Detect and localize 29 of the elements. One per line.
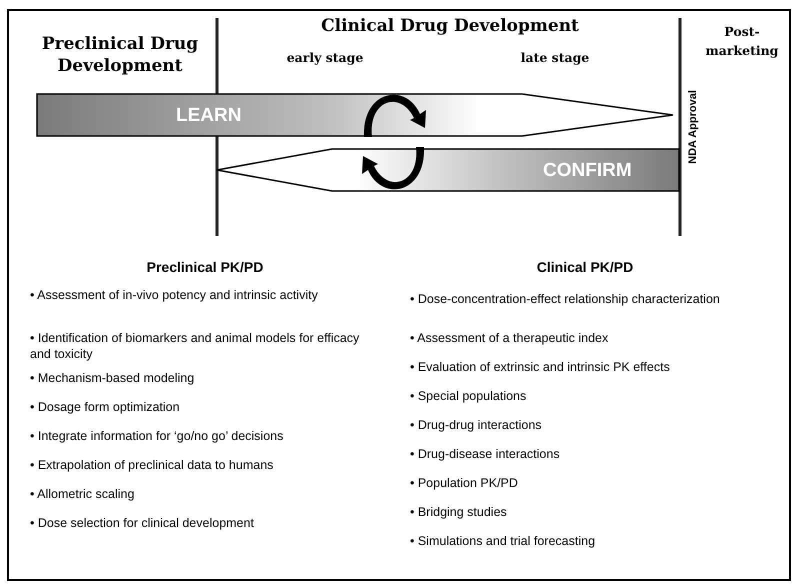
bullet-item: • Drug-drug interactions — [410, 417, 543, 433]
phase-heading: Preclinical Drug Development — [40, 33, 200, 77]
bullet-item: • Assessment of in-vivo potency and intrinsic activity — [30, 287, 319, 303]
section-heading: Preclinical PK/PD — [146, 259, 264, 275]
bullet-item: • Simulations and trial forecasting — [410, 533, 596, 549]
stage-label: early stage — [286, 50, 364, 65]
bullet-item: • Mechanism-based modeling — [30, 370, 196, 386]
bullet-item: • Evaluation of extrinsic and intrinsic PK effects — [410, 359, 671, 375]
bullet-item: • Bridging studies — [410, 504, 508, 520]
bullet-item: • Drug-disease interactions — [410, 446, 561, 462]
stage-label: late stage — [520, 50, 590, 65]
bullet-item: • Dose-concentration-effect relationship characterization — [410, 291, 721, 307]
bullet-item: • Identification of biomarkers and animal models for efficacy and toxicity — [30, 330, 360, 362]
phase-arrow — [216, 148, 680, 192]
bullet-item: • Assessment of a therapeutic index — [410, 330, 610, 346]
approval-label: NDA Approval — [687, 90, 699, 164]
bullet-item: • Allometric scaling — [30, 486, 136, 502]
arrow-label: CONFIRM — [543, 160, 632, 182]
bullet-item: • Extrapolation of preclinical data to humans — [30, 457, 274, 473]
bullet-item: • Integrate information for ‘go/no go’ decisions — [30, 428, 284, 444]
bullet-item: • Dosage form optimization — [30, 399, 181, 415]
bullet-item: • Dose selection for clinical development — [30, 515, 255, 531]
phase-arrow — [36, 93, 676, 137]
section-heading: Clinical PK/PD — [536, 259, 634, 275]
bullet-item: • Population PK/PD — [410, 475, 519, 491]
bullet-item: • Special populations — [410, 388, 528, 404]
arrow-label: LEARN — [176, 105, 242, 127]
phase-heading: Post-marketing — [704, 23, 780, 60]
phase-heading: Clinical Drug Development — [320, 15, 580, 37]
